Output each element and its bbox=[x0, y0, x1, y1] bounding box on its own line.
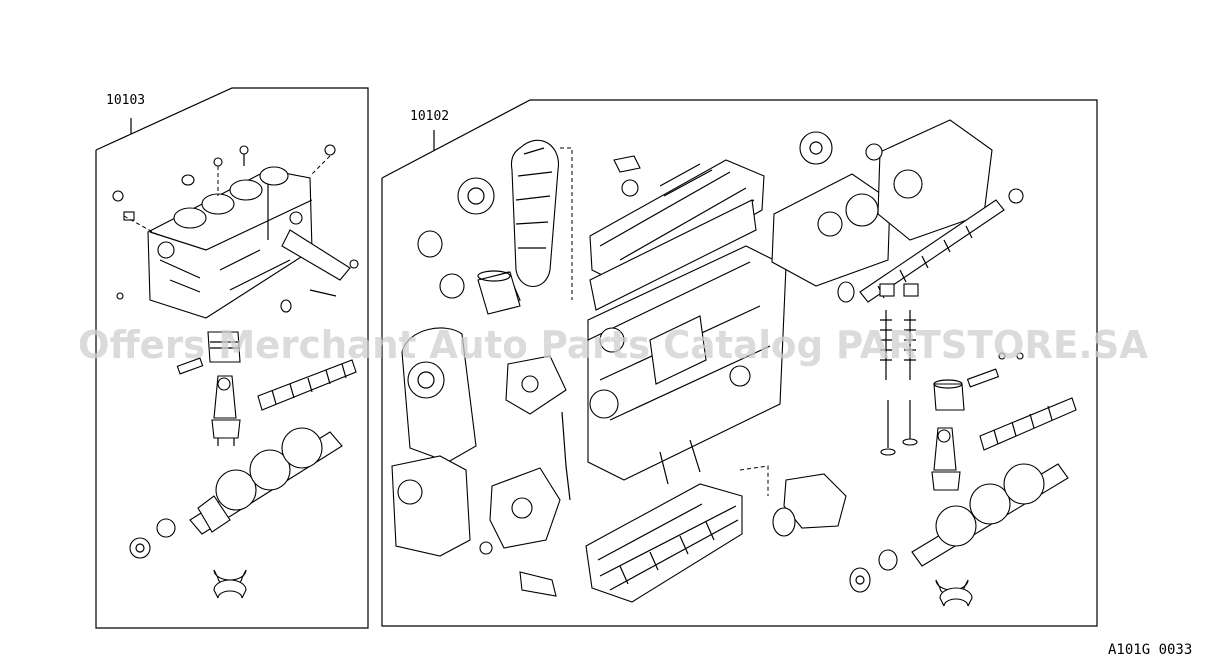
thrust-bearing-right-drawing bbox=[935, 579, 973, 607]
piston-rod-drawing bbox=[176, 331, 241, 446]
assembly-10103-label: 10103 bbox=[106, 93, 145, 108]
block-fasteners-drawing bbox=[112, 144, 359, 313]
bearing-caps-right-drawing bbox=[979, 397, 1077, 451]
cylinder-block-drawing bbox=[147, 166, 351, 319]
assembly-10103[interactable]: 10103 bbox=[95, 87, 369, 629]
camshaft-drawing bbox=[837, 199, 1005, 303]
assembly-10103-frame bbox=[95, 87, 369, 629]
crankshaft-drawing bbox=[129, 427, 343, 559]
assembly-10102[interactable]: 10102 bbox=[381, 99, 1098, 627]
assembly-10102-label: 10102 bbox=[410, 109, 449, 124]
oil-pan-drawing bbox=[585, 465, 769, 603]
bearing-caps-drawing bbox=[257, 359, 357, 411]
engine-block-drawing bbox=[587, 245, 787, 485]
assembly-10102-frame bbox=[381, 99, 1098, 627]
figure-code: A101G 0033 bbox=[1108, 642, 1192, 658]
valve-train-drawing bbox=[879, 283, 1024, 456]
timing-covers-drawing bbox=[391, 327, 477, 557]
cylinder-head-drawing bbox=[589, 155, 765, 311]
thrust-bearing-drawing bbox=[213, 569, 247, 599]
water-pump-drawing bbox=[479, 355, 571, 597]
oil-filter-drawing bbox=[477, 270, 521, 315]
crankshaft-right-drawing bbox=[849, 463, 1069, 593]
rear-covers-drawing bbox=[771, 119, 1024, 537]
watermark-text: Offers Merchant Auto Parts Catalog PARTS… bbox=[78, 323, 1149, 367]
piston-rod-right-drawing bbox=[931, 368, 1000, 491]
